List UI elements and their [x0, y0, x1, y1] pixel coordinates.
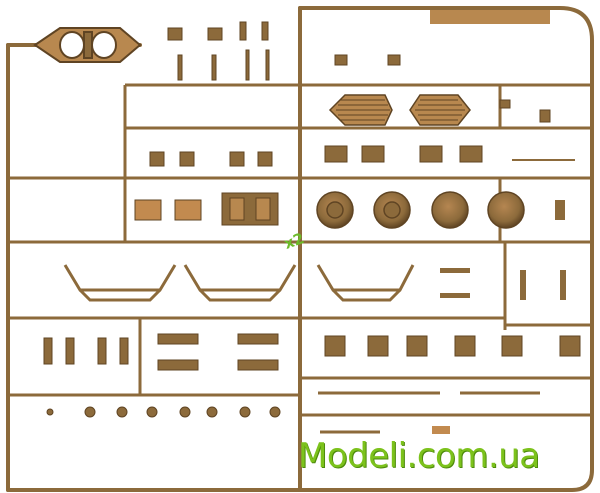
- small-levers: [440, 268, 566, 300]
- square-parts: [324, 335, 581, 357]
- road-wheels: [316, 191, 525, 229]
- hull-part: [33, 27, 142, 63]
- rods: [318, 391, 540, 434]
- hatch-parts: [149, 145, 575, 167]
- sprue-runners: [8, 83, 592, 417]
- outer-frame: [6, 6, 594, 492]
- small-brackets: [334, 54, 551, 123]
- site-watermark: Modeli.com.ua: [298, 436, 540, 476]
- sprue-label-tab: [430, 10, 550, 24]
- plates: [134, 192, 279, 226]
- seat-frames: [63, 264, 415, 302]
- grille-parts: [328, 94, 471, 126]
- small-discs: [46, 406, 281, 418]
- small-parts-top: [167, 21, 270, 81]
- track-links: [43, 333, 279, 371]
